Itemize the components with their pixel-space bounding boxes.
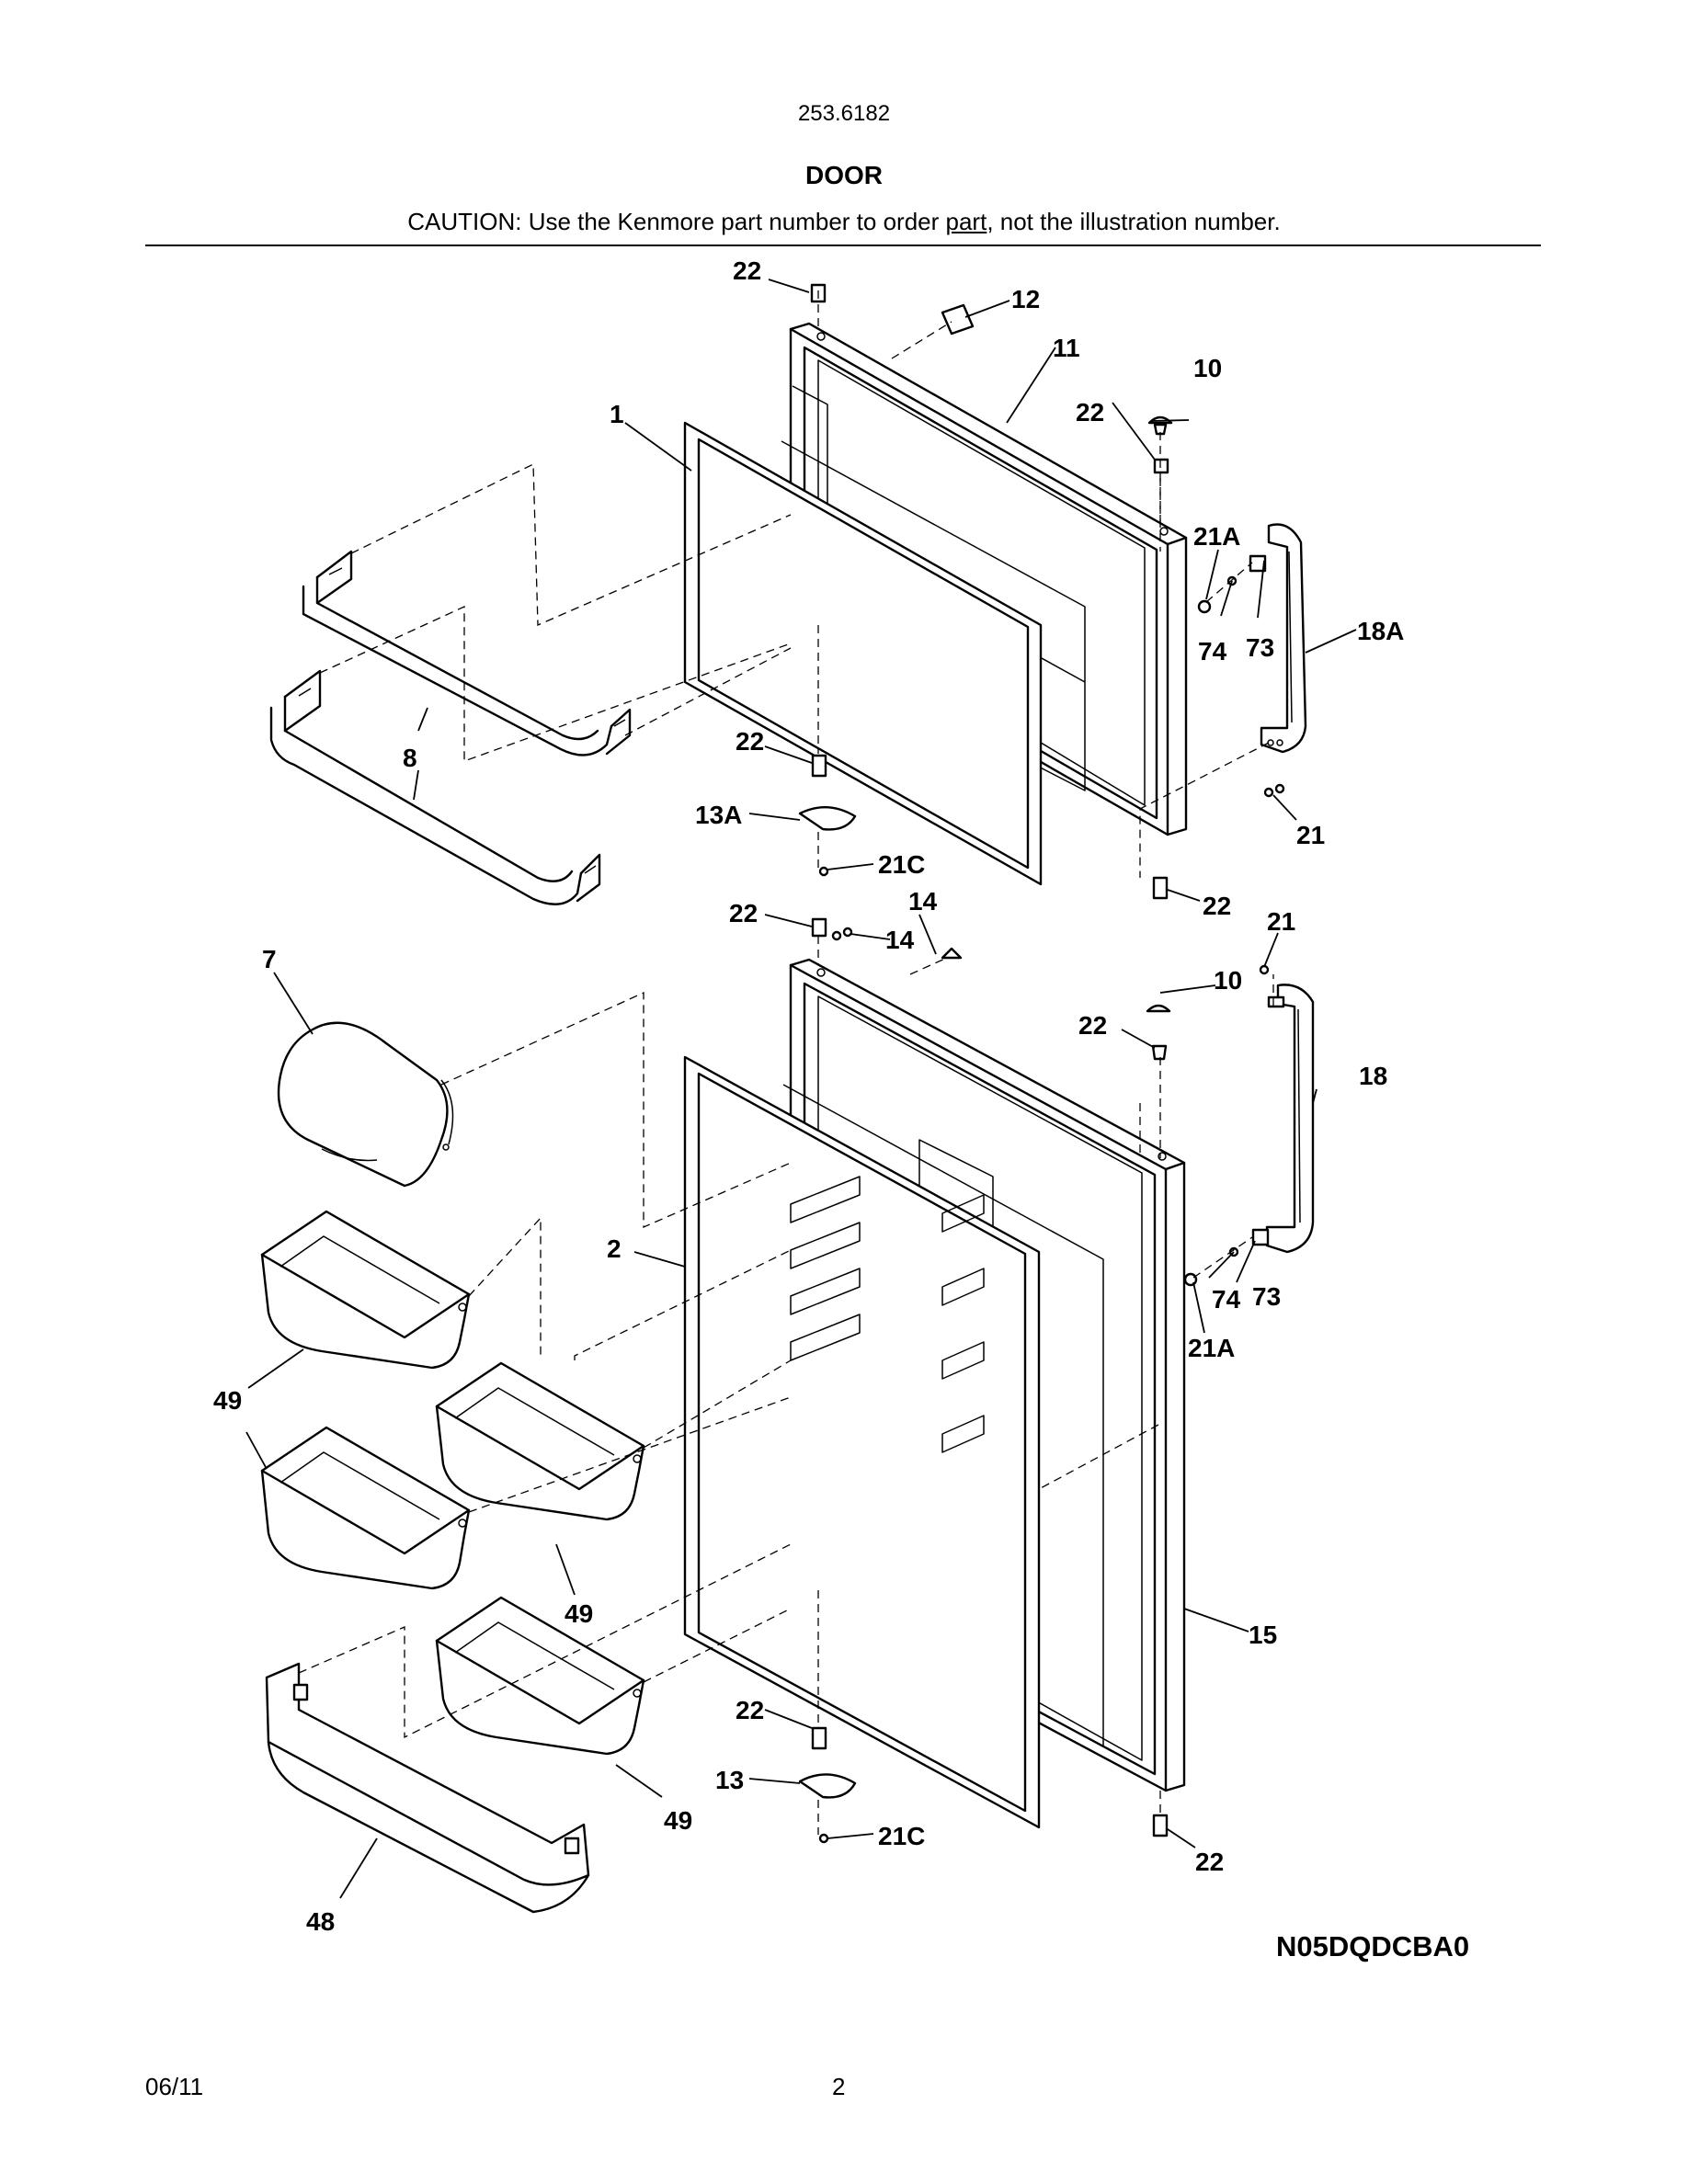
callout-22: 22: [729, 899, 758, 927]
page-number: 2: [832, 2073, 846, 2100]
callout-22: 22: [1078, 1011, 1107, 1040]
door-bin-49-b: [435, 1361, 645, 1521]
footer-date: 06/11: [145, 2073, 204, 2100]
callout-74: 74: [1212, 1285, 1241, 1314]
callout-49: 49: [213, 1386, 242, 1415]
caution-text-end: , not the illustration number.: [987, 208, 1281, 235]
freezer-door-gasket-1: [683, 421, 1043, 886]
section-title: DOOR: [805, 161, 883, 189]
callout-21C: 21C: [878, 850, 925, 879]
fresh-food-handle-18: [1251, 984, 1315, 1254]
callout-49: 49: [664, 1806, 692, 1835]
callout-2: 2: [607, 1234, 622, 1263]
callout-10: 10: [1214, 966, 1242, 995]
callout-49: 49: [565, 1599, 593, 1628]
caution-text-start: CAUTION: Use the Kenmore part number to …: [407, 208, 946, 235]
callout-21C: 21C: [878, 1822, 925, 1850]
freezer-hardware: [798, 283, 1285, 900]
callout-22: 22: [1076, 398, 1104, 427]
door-bin-49-c: [260, 1426, 471, 1590]
callout-21A: 21A: [1188, 1334, 1235, 1362]
callout-10: 10: [1193, 354, 1222, 382]
callout-21: 21: [1296, 821, 1325, 849]
callout-13A: 13A: [695, 801, 742, 829]
caution-note: CAUTION: Use the Kenmore part number to …: [0, 208, 1688, 236]
caution-underlined-word: part: [945, 208, 987, 235]
model-number: 253.6182: [797, 101, 891, 126]
dairy-door-7: [277, 1021, 454, 1188]
callout-13: 13: [715, 1766, 744, 1794]
callout-48: 48: [306, 1907, 335, 1936]
diagram-code: N05DQDCBA0: [1276, 1930, 1469, 1962]
callout-74: 74: [1198, 637, 1227, 665]
callout-18: 18: [1359, 1062, 1387, 1090]
callout-22: 22: [1203, 892, 1231, 920]
callout-14: 14: [885, 926, 915, 954]
header-rule: [145, 245, 1541, 246]
callout-11: 11: [1053, 334, 1080, 362]
callout-12: 12: [1011, 285, 1040, 313]
callout-7: 7: [262, 945, 277, 973]
callout-8: 8: [403, 744, 417, 772]
assembly-dash-lines: [298, 290, 1274, 1835]
fresh-food-door-gasket-2: [683, 1055, 1041, 1829]
freezer-shelf-upper-8: [302, 550, 632, 756]
callout-22: 22: [1195, 1848, 1224, 1876]
door-shelf-48: [265, 1662, 590, 1914]
callout-14: 14: [908, 887, 938, 916]
callout-labels: 22 12 11 10 22 1 21A 74 73 18A 8 22 13A …: [213, 256, 1469, 1962]
door-shelf-retainers: [790, 1176, 985, 1453]
callout-22: 22: [736, 727, 764, 756]
callout-73: 73: [1246, 633, 1274, 662]
callout-21: 21: [1267, 907, 1295, 936]
callout-22: 22: [733, 256, 761, 285]
callout-1: 1: [610, 400, 624, 428]
leader-lines: [245, 279, 1357, 1899]
freezer-handle-18A: [1249, 523, 1307, 754]
callout-21A: 21A: [1193, 522, 1240, 551]
door-bin-49-a: [260, 1210, 471, 1370]
callout-18A: 18A: [1357, 617, 1404, 645]
callout-73: 73: [1252, 1282, 1281, 1311]
callout-15: 15: [1249, 1621, 1277, 1649]
door-bin-49-d: [435, 1596, 645, 1756]
callout-22: 22: [736, 1696, 764, 1724]
freezer-shelf-lower-8: [269, 669, 601, 905]
